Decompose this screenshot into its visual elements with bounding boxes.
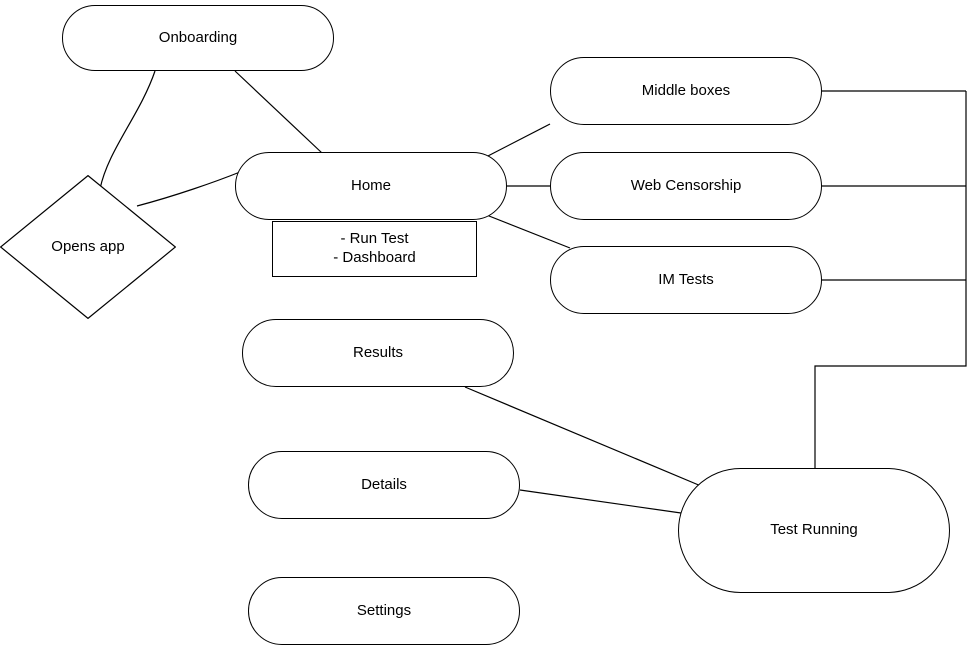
edge-onboarding-to-opens-app	[99, 70, 156, 190]
node-home-actions[interactable]: - Run Test - Dashboard	[272, 221, 477, 277]
node-label-home-actions: - Run Test - Dashboard	[333, 230, 416, 266]
node-label-results: Results	[352, 343, 404, 361]
edge-bus-to-test-running	[814, 91, 967, 468]
node-results[interactable]: Results	[242, 319, 514, 387]
node-label-onboarding: Onboarding	[158, 28, 238, 46]
node-middle-boxes[interactable]: Middle boxes	[550, 57, 822, 125]
node-label-im-tests: IM Tests	[658, 270, 714, 288]
node-im-tests[interactable]: IM Tests	[550, 246, 822, 314]
node-opens-app[interactable]: Opens app	[0, 175, 176, 319]
diamond-outline	[0, 175, 176, 319]
node-label-test-running: Test Running	[770, 521, 858, 539]
node-details[interactable]: Details	[248, 451, 520, 519]
edge-home-to-im-tests	[483, 213, 571, 249]
node-test-running[interactable]: Test Running	[678, 468, 950, 593]
node-settings[interactable]: Settings	[248, 577, 520, 645]
node-label-web-censorship: Web Censorship	[630, 176, 742, 194]
edge-details-to-test-running	[519, 489, 682, 514]
node-label-opens-app: Opens app	[51, 237, 125, 255]
node-label-home: Home	[350, 176, 391, 194]
node-web-censorship[interactable]: Web Censorship	[550, 152, 822, 220]
node-label-details: Details	[361, 475, 407, 493]
edge-onboarding-to-home	[234, 70, 323, 154]
node-label-middle-boxes: Middle boxes	[641, 81, 731, 99]
node-label-settings: Settings	[356, 601, 412, 619]
node-home[interactable]: Home	[235, 152, 507, 220]
node-onboarding[interactable]: Onboarding	[62, 5, 334, 71]
edge-home-to-middle-boxes	[483, 123, 551, 159]
